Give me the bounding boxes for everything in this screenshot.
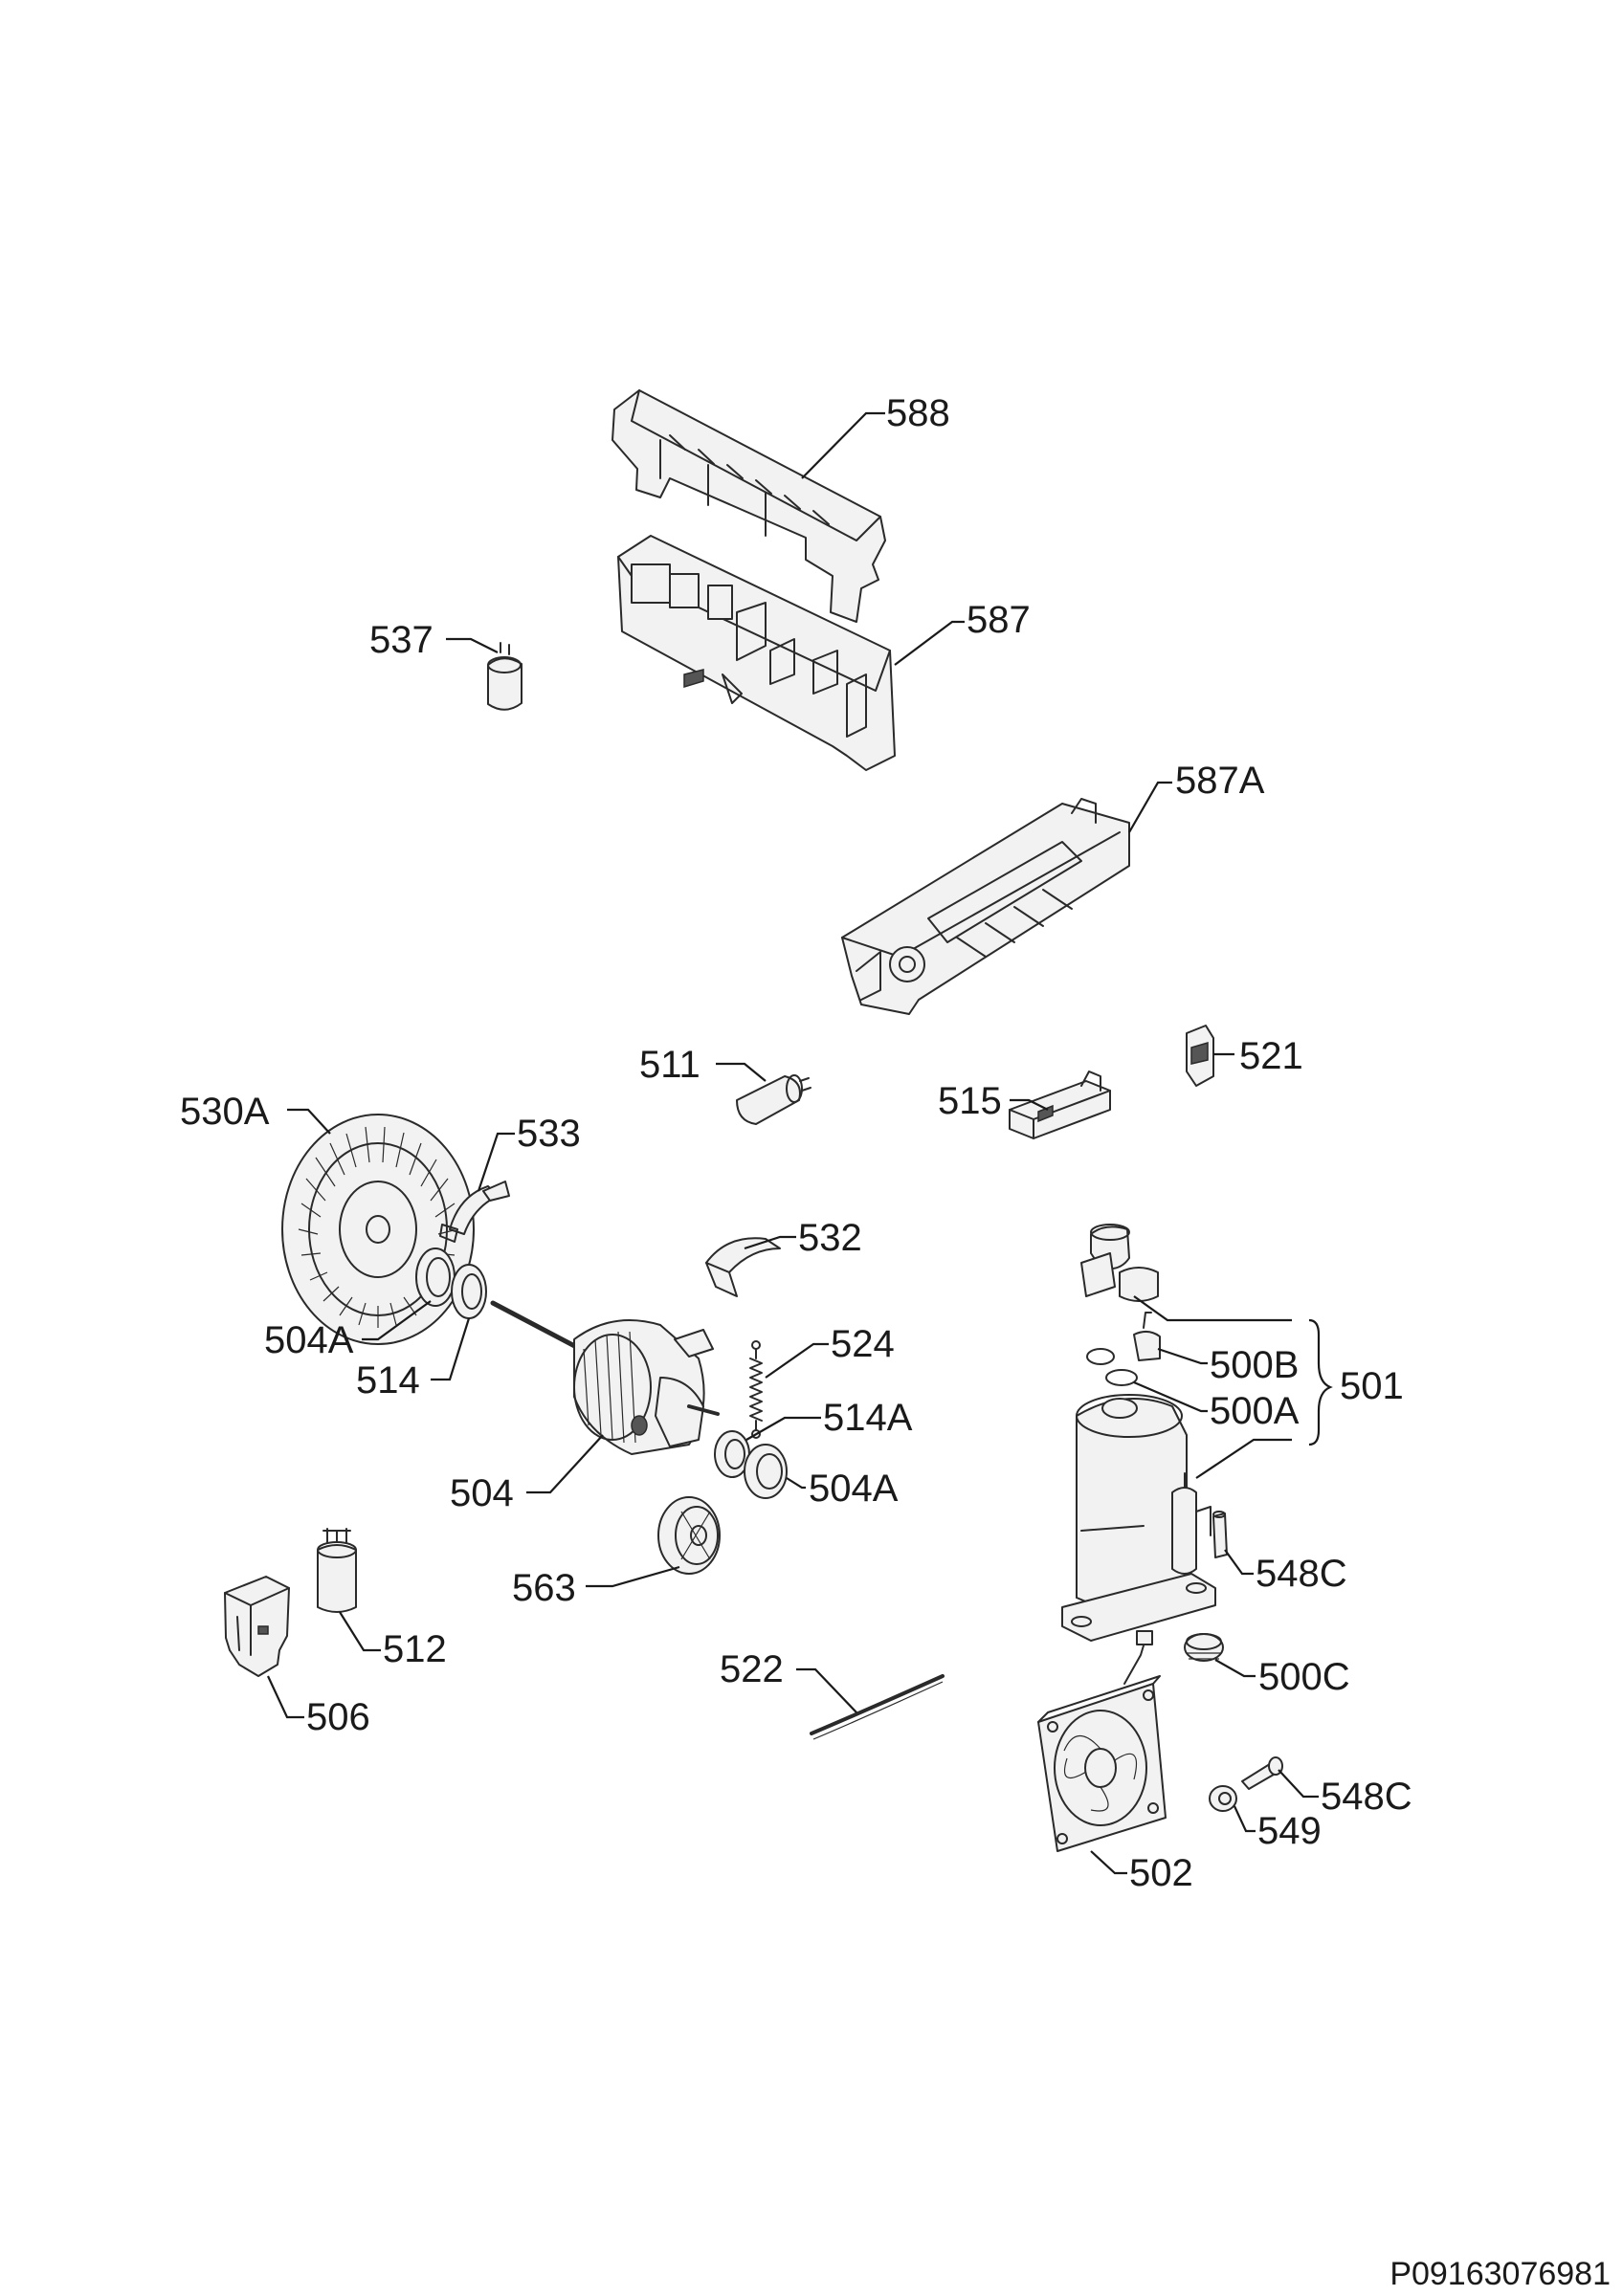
part-514-ring [451,1264,487,1319]
part-label-500B: 500B [1210,1344,1299,1386]
part-563-pulley [657,1496,721,1575]
part-521-sensor [1186,1025,1214,1087]
leader-514A [745,1416,821,1441]
leader-504A-right [786,1477,806,1490]
part-label-530A: 530A [180,1091,270,1133]
part-506-filter [224,1576,290,1677]
part-label-587: 587 [967,599,1031,641]
part-label-588: 588 [886,392,950,434]
part-500C-grommet [1184,1633,1224,1662]
part-label-504A-right: 504A [809,1468,899,1510]
part-548C-bottom [1241,1756,1283,1790]
leader-compressor [1195,1438,1292,1479]
leader-500C [1214,1659,1256,1678]
part-label-524: 524 [831,1323,895,1365]
part-label-515: 515 [938,1080,1002,1122]
leader-537 [446,637,499,653]
part-502-axial-fan [1037,1630,1167,1852]
leader-533 [477,1132,515,1192]
part-588-cover [611,389,886,623]
brace-501 [1308,1318,1333,1446]
leader-512 [339,1611,381,1652]
leader-563 [586,1565,680,1588]
part-548C-top [1212,1511,1228,1558]
leader-500B-b [1157,1347,1208,1365]
part-label-514: 514 [356,1359,420,1402]
part-537-capacitor [487,642,522,711]
part-530A-fan-wheel [281,1114,475,1345]
part-515-switch [1009,1071,1111,1139]
part-533-clamp [439,1181,510,1243]
part-label-504A-left: 504A [264,1319,354,1361]
leader-524 [765,1342,829,1379]
leader-504A-left [362,1300,432,1341]
leader-504 [526,1434,604,1494]
part-524-spring [749,1340,763,1439]
leader-515 [1010,1098,1049,1111]
part-label-501: 501 [1340,1365,1404,1407]
part-587A-display [841,798,1130,1015]
part-label-587A: 587A [1175,760,1265,802]
leader-506 [267,1675,304,1719]
part-504A-ring-right [744,1444,788,1499]
part-label-548C-bottom: 548C [1321,1776,1412,1818]
reference-code: P09163076981 [1390,2256,1611,2292]
part-532-guard [705,1237,781,1297]
part-label-500A: 500A [1210,1390,1300,1432]
part-label-511: 511 [639,1044,700,1086]
leader-532 [744,1235,796,1250]
leader-530A [287,1108,331,1135]
part-label-506: 506 [306,1696,370,1738]
leader-548C-bottom [1278,1769,1319,1799]
part-label-548C-top: 548C [1256,1553,1347,1595]
leader-502 [1090,1850,1127,1875]
leader-522 [796,1667,857,1713]
part-587-board [617,535,896,771]
part-549-grommet [1209,1785,1237,1812]
leader-587A [1128,781,1172,833]
part-label-514A: 514A [823,1397,913,1439]
part-label-512: 512 [383,1628,447,1670]
leader-514 [431,1317,471,1381]
part-compressor [1061,1224,1216,1642]
part-504-motor [490,1300,720,1455]
leader-588 [801,411,885,479]
part-label-533: 533 [517,1113,581,1155]
leader-549 [1234,1805,1256,1833]
part-label-502: 502 [1129,1852,1193,1894]
part-512-capacitor [317,1528,357,1613]
part-label-549: 549 [1257,1810,1322,1852]
part-label-537: 537 [369,619,434,661]
leader-587 [894,620,965,666]
part-label-504: 504 [450,1472,514,1514]
part-522-belt [810,1674,945,1740]
part-504A-ring-left [415,1247,456,1307]
part-label-522: 522 [720,1648,784,1690]
part-511-capacitor [736,1074,812,1125]
leader-500A [1133,1380,1208,1413]
part-label-521: 521 [1239,1035,1303,1077]
leader-548C-top [1224,1549,1254,1576]
part-label-563: 563 [512,1567,576,1609]
part-label-500C: 500C [1258,1656,1350,1698]
part-label-532: 532 [798,1217,862,1259]
leader-500B [1133,1295,1292,1322]
leader-511 [716,1062,767,1082]
